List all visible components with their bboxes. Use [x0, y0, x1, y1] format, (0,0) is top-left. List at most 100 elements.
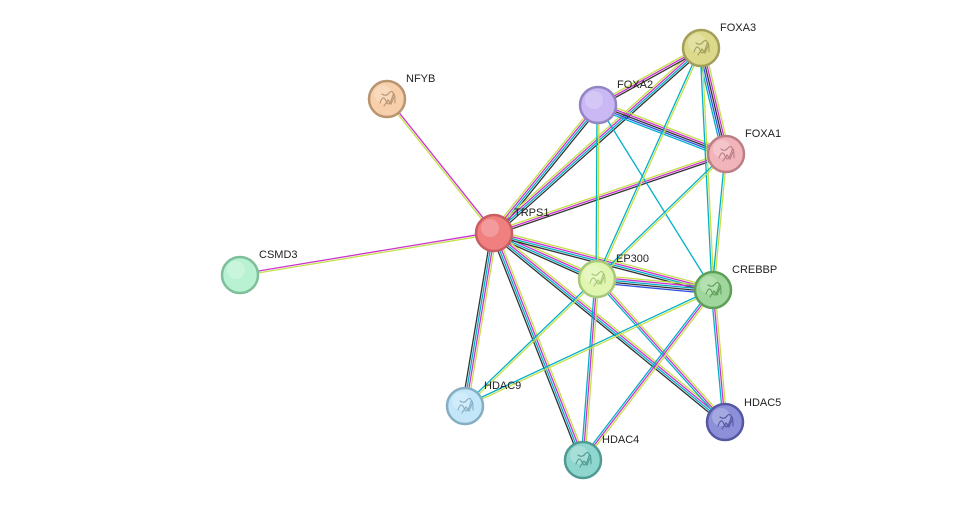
node-csmd3[interactable]: CSMD3 — [220, 249, 298, 295]
node-hdac4[interactable]: HDAC4 — [563, 434, 639, 480]
node-label: FOXA2 — [617, 79, 653, 91]
edge-evidence-line — [712, 289, 726, 423]
edge-evidence-line — [597, 277, 727, 422]
edge-evidence-line — [713, 154, 728, 291]
node-circle[interactable] — [705, 402, 745, 442]
node-label: HDAC9 — [484, 380, 521, 392]
edge-crebbp-hdac4 — [580, 288, 716, 462]
edge-evidence-line — [596, 282, 713, 295]
node-circle[interactable] — [693, 270, 733, 310]
edge-evidence-line — [710, 290, 724, 423]
node-foxa1[interactable]: FOXA1 — [706, 128, 781, 174]
node-ep300[interactable]: EP300 — [577, 253, 649, 299]
node-highlight — [712, 408, 730, 426]
edge-ep300-hdac9 — [463, 277, 599, 408]
node-label: HDAC4 — [602, 434, 639, 446]
node-circle[interactable] — [681, 28, 721, 68]
edge-trps1-hdac5 — [491, 230, 728, 425]
edge-evidence-line — [465, 290, 714, 408]
node-circle[interactable] — [577, 259, 617, 299]
node-label: HDAC5 — [744, 397, 781, 409]
edge-evidence-line — [595, 152, 726, 279]
edge-evidence-line — [467, 233, 498, 407]
edge-evidence-line — [595, 47, 701, 279]
edge-evidence-line — [492, 103, 598, 233]
edge-evidence-line — [714, 289, 728, 422]
edge-evidence-line — [494, 229, 714, 288]
edge-evidence-line — [495, 49, 704, 236]
edge-evidence-line — [596, 278, 726, 423]
edge-evidence-line — [494, 232, 585, 460]
edge-trps1-csmd3 — [239, 231, 495, 277]
node-highlight — [227, 261, 245, 279]
node-label: TRPS1 — [514, 207, 549, 219]
node-highlight — [700, 276, 718, 294]
protein-structure-icon — [705, 281, 722, 298]
node-circle[interactable] — [220, 255, 260, 295]
edge-crebbp-hdac9 — [464, 288, 714, 408]
edge-evidence-line — [240, 233, 495, 277]
edge-trps1-foxa1 — [493, 151, 727, 236]
node-hdac5[interactable]: HDAC5 — [705, 397, 781, 442]
edge-evidence-line — [580, 288, 713, 460]
node-circle[interactable] — [474, 213, 514, 253]
edge-evidence-line — [595, 104, 598, 279]
edge-evidence-line — [598, 49, 703, 108]
node-highlight — [452, 392, 470, 410]
edge-evidence-line — [597, 276, 714, 289]
node-highlight — [688, 34, 706, 52]
edge-foxa2-ep300 — [595, 104, 600, 280]
node-highlight — [481, 219, 499, 237]
edge-evidence-line — [597, 154, 728, 281]
node-circle[interactable] — [445, 386, 485, 426]
node-label: EP300 — [616, 253, 649, 265]
edge-evidence-line — [495, 230, 728, 421]
edge-evidence-line — [493, 151, 726, 232]
node-crebbp[interactable]: CREBBP — [693, 264, 777, 310]
node-circle[interactable] — [578, 85, 618, 125]
protein-structure-icon — [717, 413, 734, 430]
protein-structure-icon — [693, 39, 710, 56]
edge-evidence-line — [711, 153, 726, 290]
edge-foxa1-ep300 — [595, 152, 728, 281]
edge-foxa2-crebbp — [597, 104, 714, 291]
edges-layer — [239, 45, 731, 462]
edge-evidence-line — [582, 278, 598, 461]
edge-evidence-line — [597, 47, 702, 106]
edge-evidence-line — [596, 278, 714, 291]
edge-evidence-line — [596, 280, 713, 293]
edge-evidence-line — [492, 233, 583, 461]
edge-evidence-line — [596, 45, 701, 104]
node-circle[interactable] — [367, 79, 407, 119]
edge-crebbp-hdac5 — [710, 289, 728, 423]
edge-evidence-line — [597, 105, 600, 280]
edge-foxa3-ep300 — [595, 47, 703, 280]
edge-evidence-line — [583, 290, 716, 462]
node-foxa2[interactable]: FOXA2 — [578, 79, 653, 125]
edge-trps1-nfyb — [385, 98, 496, 234]
edge-evidence-line — [584, 279, 600, 461]
protein-structure-icon — [379, 90, 396, 107]
edge-evidence-line — [494, 231, 727, 422]
edge-evidence-line — [385, 99, 494, 234]
node-trps1[interactable]: TRPS1 — [474, 207, 549, 253]
edge-evidence-line — [387, 98, 496, 233]
edge-foxa3-crebbp — [699, 47, 715, 291]
node-circle[interactable] — [563, 440, 603, 480]
node-nfyb[interactable]: NFYB — [367, 73, 435, 119]
protein-structure-icon — [457, 397, 474, 414]
edge-trps1-hdac4 — [490, 231, 587, 462]
protein-structure-icon — [718, 145, 735, 162]
node-hdac9[interactable]: HDAC9 — [445, 380, 521, 426]
node-label: FOXA1 — [745, 128, 781, 140]
node-label: NFYB — [406, 73, 435, 85]
node-foxa3[interactable]: FOXA3 — [681, 22, 756, 68]
edge-evidence-line — [595, 279, 725, 424]
edge-foxa2-foxa3 — [596, 45, 703, 108]
edge-evidence-line — [239, 231, 494, 275]
edge-evidence-line — [493, 153, 727, 234]
node-highlight — [570, 446, 588, 464]
edge-evidence-line — [491, 102, 597, 232]
node-circle[interactable] — [706, 134, 746, 174]
node-highlight — [374, 85, 392, 103]
